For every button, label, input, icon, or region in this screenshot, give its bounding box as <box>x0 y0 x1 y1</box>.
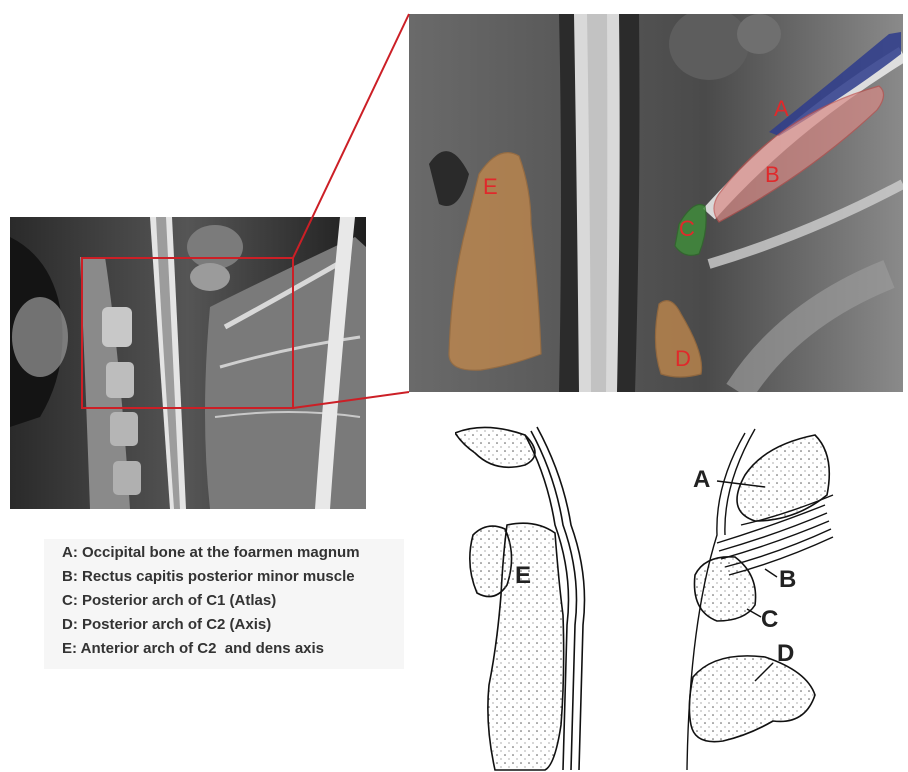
legend-item-b: B: Rectus capitis posterior minor muscle <box>62 567 355 587</box>
anatomy-drawing: A B C D E <box>455 425 908 772</box>
drawing-label-a: A <box>693 466 710 493</box>
drawing-label-b: B <box>779 566 796 593</box>
mri-label-a: A <box>774 96 789 121</box>
legend-item-d: D: Posterior arch of C2 (Axis) <box>62 615 271 635</box>
drawing-label-c: C <box>761 606 778 633</box>
mri-zoom-image: A B C D E <box>409 14 903 392</box>
legend-item-e: E: Anterior arch of C2 and dens axis <box>62 639 324 659</box>
legend: A: Occipital bone at the foarmen magnum … <box>44 539 404 669</box>
drawing-upper-left-bone <box>455 427 535 467</box>
drawing-posterior-arch-c2 <box>689 656 815 742</box>
legend-item-c: C: Posterior arch of C1 (Atlas) <box>62 591 276 611</box>
mri-label-e: E <box>483 174 498 199</box>
mri-label-b: B <box>765 162 780 187</box>
drawing-label-e: E <box>515 562 531 589</box>
mri-overview-image <box>10 217 366 509</box>
mri-label-d: D <box>675 346 691 371</box>
legend-item-a: A: Occipital bone at the foarmen magnum <box>62 543 360 563</box>
mri-label-c: C <box>679 216 695 241</box>
drawing-label-d: D <box>777 640 794 667</box>
